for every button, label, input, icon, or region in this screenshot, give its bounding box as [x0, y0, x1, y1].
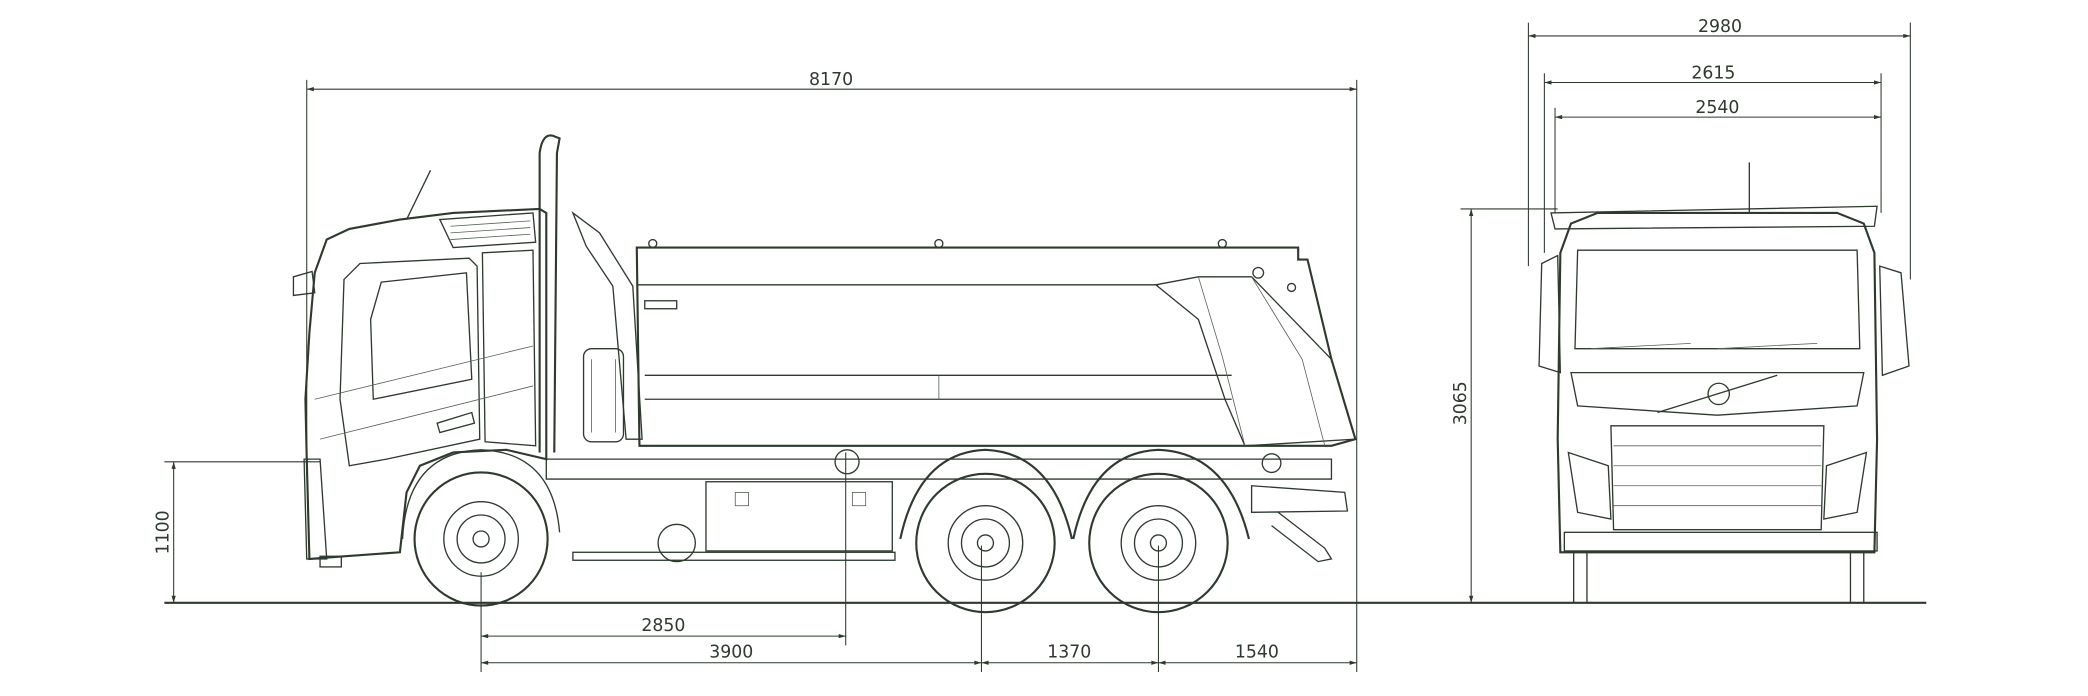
- rear-wheel-1: [915, 472, 1056, 614]
- wiper: [1590, 342, 1818, 350]
- vent-slat: [450, 220, 531, 227]
- bottom-dimensions: 2850 3900 1370 1540: [480, 452, 1357, 673]
- dimension-frame-height: 1100: [153, 461, 321, 603]
- front-view-truck: [1538, 162, 1910, 603]
- headlight-left: [1567, 451, 1612, 520]
- fuel-tank: [705, 481, 893, 552]
- frame-height-label: 1100: [153, 510, 173, 554]
- ladder: [571, 210, 643, 440]
- mirror-left: [1538, 254, 1562, 374]
- tailgate-pivot: [1252, 266, 1265, 279]
- tailgate-rib: [1197, 276, 1246, 446]
- overall-length-label: 8170: [809, 70, 853, 90]
- front-bumper-side: [303, 458, 328, 560]
- dimension-body-width: 2615: [1543, 64, 1882, 253]
- chassis-frame: [545, 458, 1333, 480]
- dimension-overall-width: 2980: [1527, 17, 1911, 280]
- cab-window: [369, 272, 473, 401]
- dimension-cab-width: 2540: [1554, 98, 1882, 213]
- side-view-truck: [292, 134, 1357, 614]
- bogie-spacing-label: 1370: [1047, 642, 1091, 662]
- tow-hitch: [1250, 485, 1349, 563]
- dimension-overall-length: 8170: [306, 70, 1358, 673]
- door-handle: [436, 411, 476, 434]
- cab-outline: [304, 207, 548, 561]
- front-panel: [1570, 371, 1865, 416]
- tank-cap: [734, 491, 749, 507]
- hook: [1217, 238, 1227, 249]
- cab-door: [339, 257, 481, 467]
- cab-crease-2: [314, 345, 534, 400]
- overall-width-label: 2980: [1698, 17, 1742, 37]
- wheelbase-label: 3900: [709, 642, 753, 662]
- body-badge: [644, 300, 678, 310]
- exhaust-stack: [538, 134, 561, 453]
- hook: [648, 238, 658, 249]
- rear-overhang-label: 1540: [1235, 642, 1279, 662]
- vent-slat: [450, 233, 531, 240]
- tailgate-rib: [1251, 276, 1326, 446]
- front-fender: [401, 449, 561, 539]
- roof-vent: [438, 212, 537, 249]
- tank-cap: [851, 491, 867, 507]
- grille: [1610, 425, 1825, 531]
- cab-width-label: 2540: [1695, 98, 1739, 118]
- lamp: [1261, 453, 1282, 474]
- windshield: [1574, 249, 1861, 350]
- dimension-2850-label: 2850: [641, 616, 685, 636]
- side-underrun: [572, 551, 896, 561]
- front-cab-outline: [1556, 211, 1879, 554]
- tailgate: [1154, 276, 1357, 447]
- body-width-label: 2615: [1691, 64, 1735, 84]
- antenna: [405, 170, 432, 220]
- brand-emblem: [1707, 382, 1731, 406]
- spare-wheel: [657, 523, 696, 563]
- step: [319, 555, 343, 568]
- vent-slat: [450, 227, 531, 234]
- tailgate-pivot: [1286, 282, 1297, 293]
- headlight-right: [1823, 451, 1868, 520]
- side-mirror: [292, 270, 316, 297]
- mirror-right: [1879, 265, 1910, 377]
- cab-rear-panel: [481, 249, 537, 447]
- emblem-bar: [1657, 374, 1778, 414]
- sun-visor: [1550, 205, 1878, 230]
- rear-fender-1: [899, 448, 1073, 540]
- hydraulic-valve: [834, 449, 860, 475]
- dimension-overall-height: 3065: [1451, 208, 1558, 603]
- hook: [934, 238, 944, 249]
- overall-height-label: 3065: [1451, 381, 1471, 425]
- hydraulic-tank: [582, 348, 625, 443]
- cab-crease: [319, 385, 534, 440]
- rear-fender-2: [1072, 448, 1250, 540]
- front-bumper: [1563, 531, 1878, 552]
